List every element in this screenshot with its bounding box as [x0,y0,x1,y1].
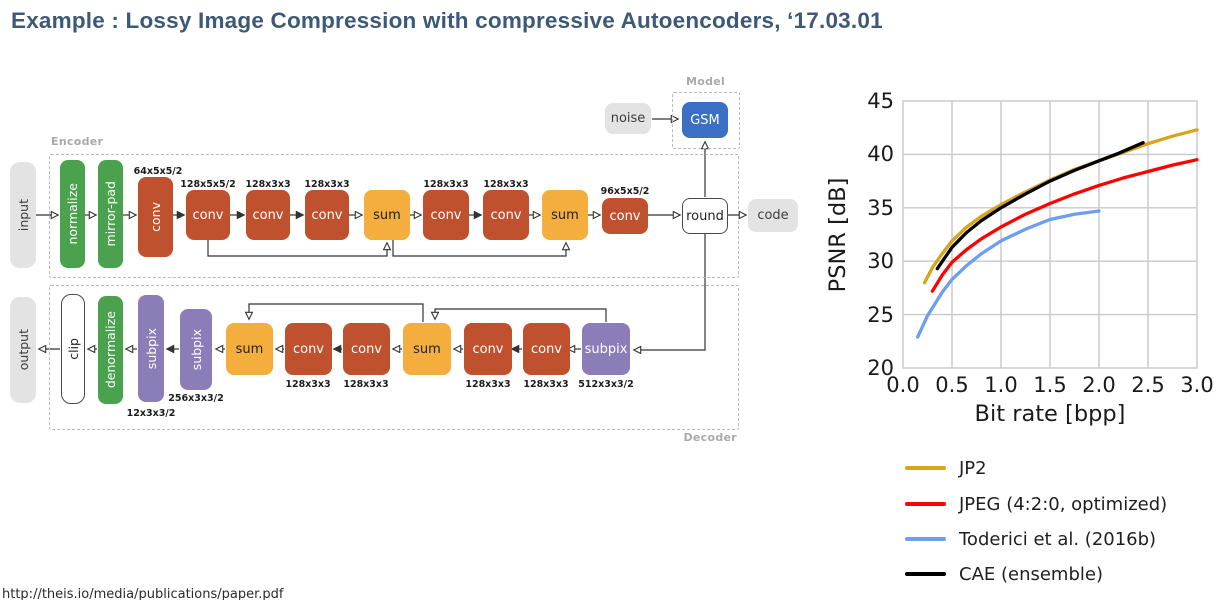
conv-node: conv [138,177,173,257]
conv-node: conv [343,323,390,375]
x-tick: 2.0 [1082,373,1115,397]
legend-label: JPEG (4:2:0, optimized) [959,493,1168,515]
y-tick: 30 [867,249,894,273]
legend-item-cae: CAE (ensemble) [905,562,1103,586]
legend-label: CAE (ensemble) [959,563,1103,585]
dim-label: 64x5x5/2 [133,166,183,177]
dim-label: 128x3x3 [523,379,569,390]
y-tick: 25 [867,303,894,327]
conv-node: conv [523,323,570,375]
x-tick: 2.5 [1131,373,1164,397]
series-line-toderici [916,209,1101,339]
diagram-wires [36,0,810,530]
denormalize-node: denormalize [98,296,123,404]
legend-swatch-cae [905,571,946,577]
legend-item-toderici: Toderici et al. (2016b) [905,527,1156,551]
decoder-group-label: Decoder [683,431,737,444]
dim-label: 128x3x3 [343,379,389,390]
dim-label: 128x3x3 [465,379,511,390]
legend-item-jp2: JP2 [905,456,987,480]
y-tick: 35 [867,196,894,220]
dim-label: 96x5x5/2 [600,186,650,197]
code-node: code [748,199,798,232]
input-node: input [10,162,36,268]
conv-node: conv [285,323,332,375]
x-tick: 3.0 [1180,373,1213,397]
encoder-group-label: Encoder [51,135,104,148]
architecture-diagram: Encoder Model Decoder input normalize mi… [10,0,810,530]
normalize-node: normalize [60,160,85,268]
series-line-jpeg [930,158,1199,293]
conv-node: conv [423,190,469,240]
paper-url-link[interactable]: http://theis.io/media/publications/paper… [2,587,284,600]
dim-label: 128x3x3 [423,179,469,190]
conv-node: conv [246,190,290,240]
dim-label: 12x3x3/2 [126,408,176,419]
gsm-node: GSM [682,102,728,138]
output-node: output [10,297,36,403]
round-node: round [682,198,728,234]
x-tick: 0.5 [935,373,968,397]
dim-label: 128x3x3 [483,179,529,190]
dim-label: 256x3x3/2 [168,393,224,404]
subpix-node: subpix [138,295,164,402]
sum-node: sum [403,323,451,375]
sum-node: sum [226,323,273,375]
legend-swatch-toderici [905,536,946,542]
subpix-node: subpix [582,323,630,375]
series-line-jp2 [922,128,1199,285]
subpix-node: subpix [180,309,212,390]
y-tick: 40 [867,142,894,166]
page-title: Example : Lossy Image Compression with c… [11,8,883,33]
conv-node: conv [186,190,230,240]
encoder-group-box [49,154,739,278]
y-tick: 45 [867,89,894,113]
model-group-box [672,92,740,149]
x-tick: 1.0 [984,373,1017,397]
legend-label: Toderici et al. (2016b) [959,528,1157,550]
x-tick: 1.5 [1033,373,1066,397]
legend-label: JP2 [959,457,987,479]
dim-label: 512x3x3/2 [578,379,634,390]
conv-node: conv [464,323,512,375]
model-group-label: Model [686,75,726,88]
dim-label: 128x3x3 [285,379,331,390]
dim-label: 128x3x3 [304,179,350,190]
conv-node: conv [602,198,648,234]
y-axis-label: PSNR [dB] [825,178,851,293]
dim-label: 128x5x5/2 [180,179,236,190]
conv-node: conv [483,190,529,240]
x-axis-label: Bit rate [bpp] [975,401,1126,427]
mirror-pad-node: mirror-pad [98,160,123,268]
decoder-group-box [49,285,739,430]
clip-node: clip [61,294,85,404]
series-line-cae [935,141,1145,271]
noise-node: noise [605,103,651,134]
legend-swatch-jp2 [905,465,946,471]
legend-swatch-jpeg [905,501,946,507]
sum-node: sum [364,190,410,240]
conv-node: conv [305,190,349,240]
sum-node: sum [542,190,588,240]
legend-item-jpeg: JPEG (4:2:0, optimized) [905,492,1167,516]
dim-label: 128x3x3 [245,179,291,190]
y-tick: 20 [867,356,894,380]
x-tick: 0.0 [886,373,919,397]
psnr-bitrate-chart: 45 40 35 30 25 20 0.0 0.5 1.0 1.5 2.0 2.… [825,89,1214,427]
